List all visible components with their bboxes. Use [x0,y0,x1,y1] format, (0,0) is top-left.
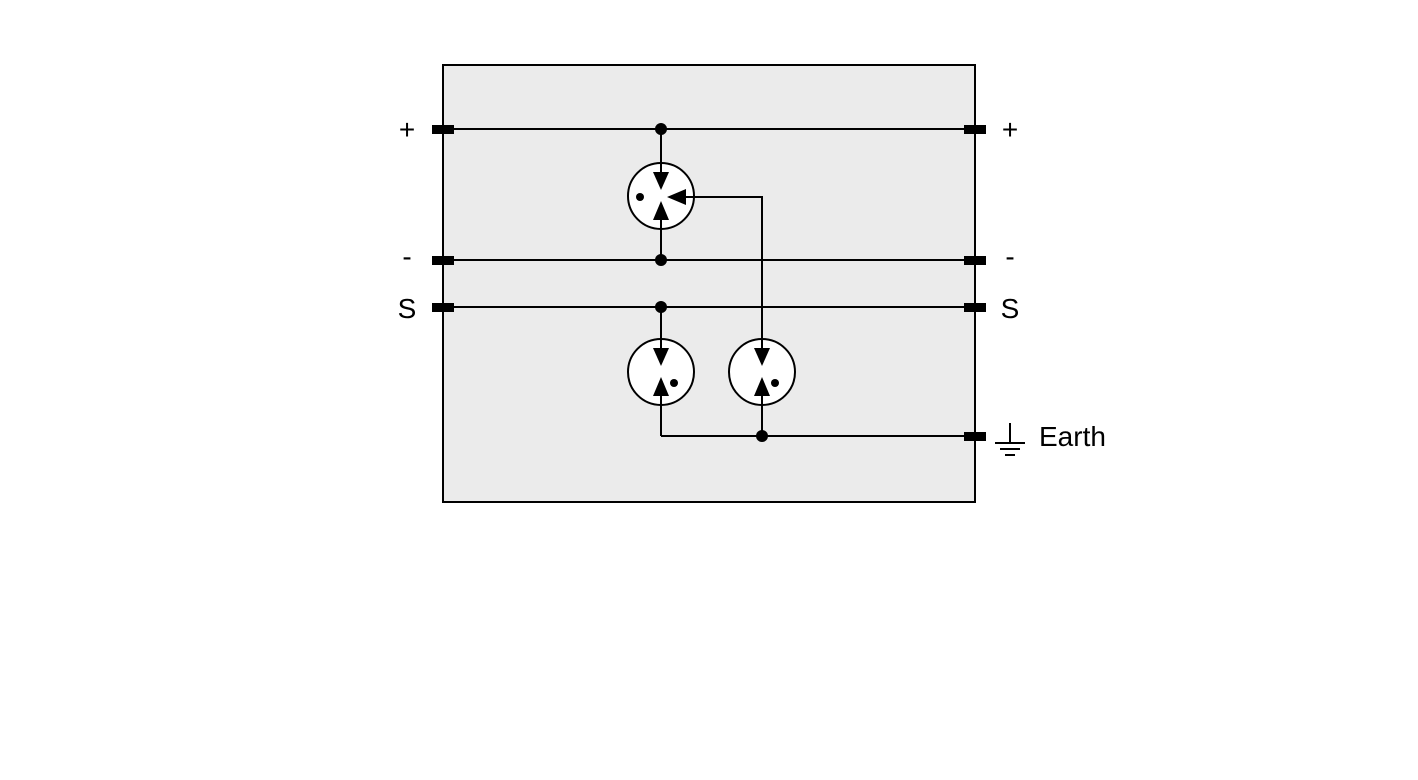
gas-discharge-tube-icon [627,162,695,230]
left-plus-label: + [399,114,415,145]
junction-dots [655,123,768,442]
device-housing [442,64,976,503]
right-plus-label: + [1002,114,1018,145]
right-s-label: S [1001,293,1020,324]
gas-discharge-tube-icon [728,338,796,406]
wires [443,128,975,437]
terminal-icon [432,125,986,441]
gas-discharge-tube-icon [627,338,695,406]
left-s-label: S [398,293,417,324]
left-minus-label: - [402,241,411,272]
earth-ground-icon [995,423,1025,456]
earth-label: Earth [1039,421,1106,452]
right-minus-label: - [1005,241,1014,272]
